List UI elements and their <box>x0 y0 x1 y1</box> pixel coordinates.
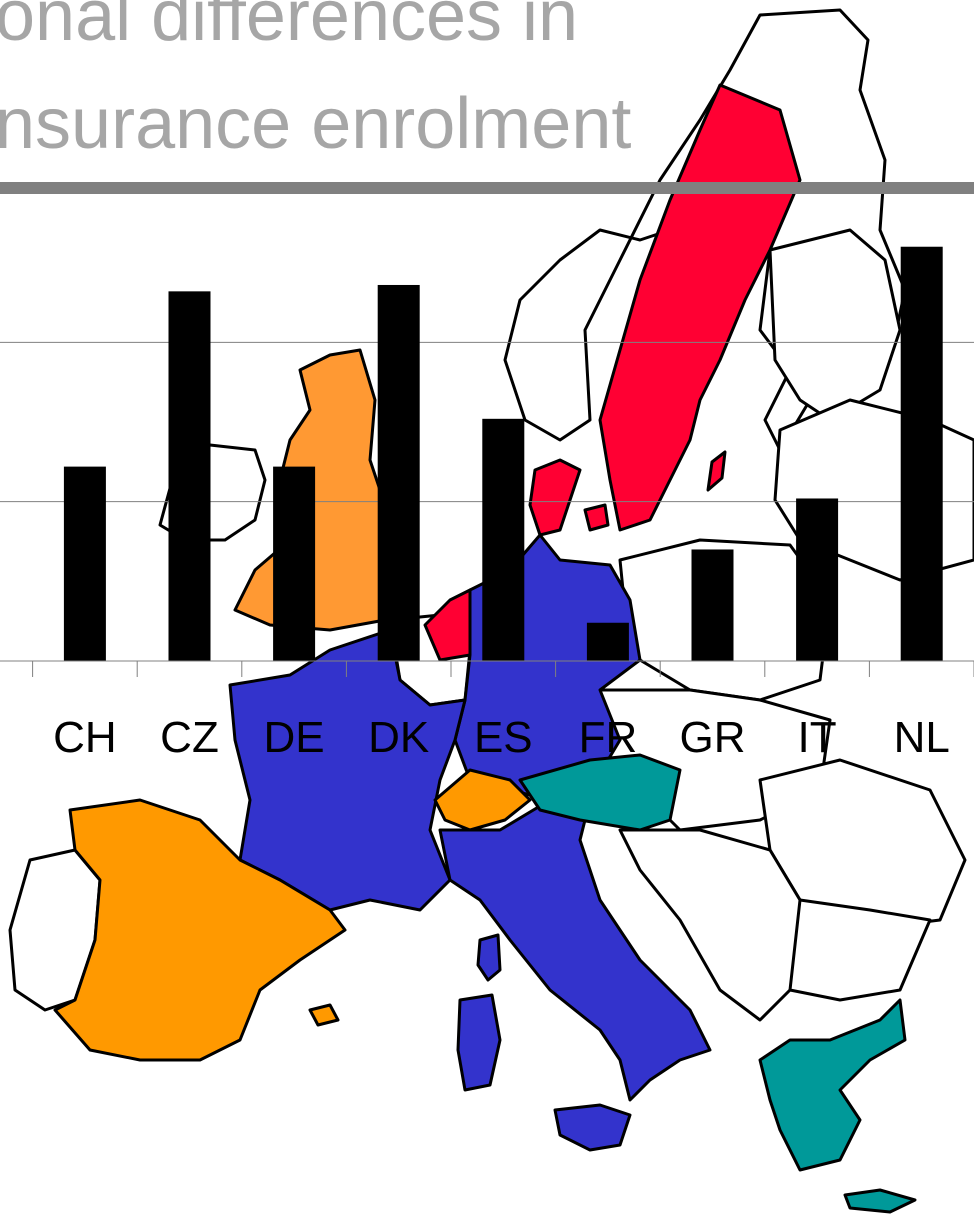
map-sicily <box>553 1103 632 1152</box>
map-finland <box>768 228 902 422</box>
bar-dk <box>377 284 420 661</box>
map-denmark <box>528 458 582 537</box>
map-sweden <box>598 83 802 532</box>
slide-title: onal differences in nsurance enrolment <box>0 0 631 164</box>
map-switzerland <box>433 768 532 832</box>
map-balkans <box>618 828 802 1022</box>
x-tick-label-cz: CZ <box>160 713 219 762</box>
x-tick-label-de: DE <box>264 713 325 762</box>
map-austria <box>518 753 682 832</box>
bar-gr <box>691 549 734 661</box>
bar-series <box>63 246 943 661</box>
x-tick-label-nl: NL <box>894 713 950 762</box>
map-denmark-island <box>583 503 610 532</box>
map-corsica <box>476 933 502 982</box>
title-line-1: onal differences in <box>0 0 578 56</box>
x-axis <box>0 660 974 677</box>
x-tick-label-it: IT <box>798 713 837 762</box>
map-gotland <box>706 450 727 492</box>
title-line-2: nsurance enrolment <box>0 84 631 164</box>
bar-ch <box>63 466 106 661</box>
title-rule <box>0 182 974 194</box>
bar-it <box>796 498 839 661</box>
map-balearic <box>308 1003 340 1027</box>
x-tick-label-fr: FR <box>579 713 638 762</box>
map-bulgaria <box>788 898 932 1002</box>
bar-es <box>482 418 525 661</box>
map-greece <box>758 998 907 1172</box>
x-tick-label-dk: DK <box>368 713 429 762</box>
x-tick-label-ch: CH <box>53 713 117 762</box>
bar-cz <box>168 291 211 661</box>
bar-nl <box>900 246 943 661</box>
bar-fr <box>586 622 629 661</box>
map-spain <box>53 798 347 1062</box>
bar-de <box>273 466 316 661</box>
x-tick-label-gr: GR <box>680 713 746 762</box>
map-crete <box>843 1188 917 1214</box>
x-tick-label-es: ES <box>474 713 533 762</box>
map-sardinia <box>456 993 502 1092</box>
x-tick-labels: ECHCZDEDKESFRGRITNL <box>53 713 950 762</box>
